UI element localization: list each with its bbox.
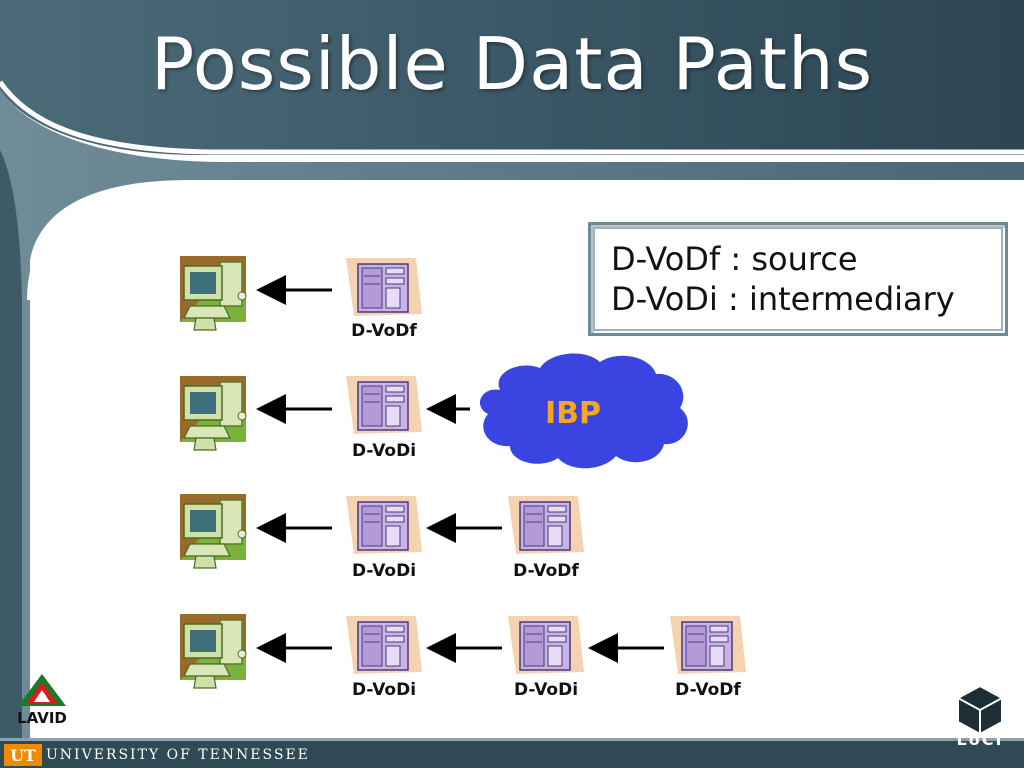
loci-logo-icon: [957, 684, 1003, 736]
ibp-label: IBP: [545, 396, 601, 431]
lavid-logo-text: LAVID: [17, 709, 67, 727]
node-label: D-VoDf: [513, 561, 579, 581]
node-label: D-VoDf: [351, 321, 417, 341]
server-icon: [345, 375, 423, 435]
university-name: UNIVERSITY OF TENNESSEE: [46, 747, 310, 763]
legend-line-source: D-VoDf : source: [611, 240, 858, 278]
client-computer-icon: [179, 375, 247, 451]
node-label: D-VoDf: [675, 680, 741, 700]
svg-text:UT: UT: [10, 746, 36, 765]
client-computer-icon: [179, 613, 247, 689]
server-icon: [345, 495, 423, 555]
server-icon: [507, 495, 585, 555]
node-label: D-VoDi: [352, 561, 416, 581]
node-label: D-VoDi: [352, 441, 416, 461]
legend-line-intermediary: D-VoDi : intermediary: [611, 280, 955, 318]
server-icon: [507, 615, 585, 675]
loci-logo-text: LoCI: [956, 730, 1004, 749]
server-icon: [345, 257, 423, 317]
page-title: Possible Data Paths: [150, 22, 874, 106]
cloud-icon: [479, 353, 688, 469]
server-icon: [345, 615, 423, 675]
client-computer-icon: [179, 493, 247, 569]
node-label: D-VoDi: [514, 680, 578, 700]
legend-box: D-VoDf : source D-VoDi : intermediary: [588, 222, 1008, 336]
lavid-logo-icon: [18, 674, 66, 706]
node-label: D-VoDi: [352, 680, 416, 700]
server-icon: [669, 615, 747, 675]
client-computer-icon: [179, 255, 247, 331]
ut-logo-icon: UT: [4, 744, 42, 766]
